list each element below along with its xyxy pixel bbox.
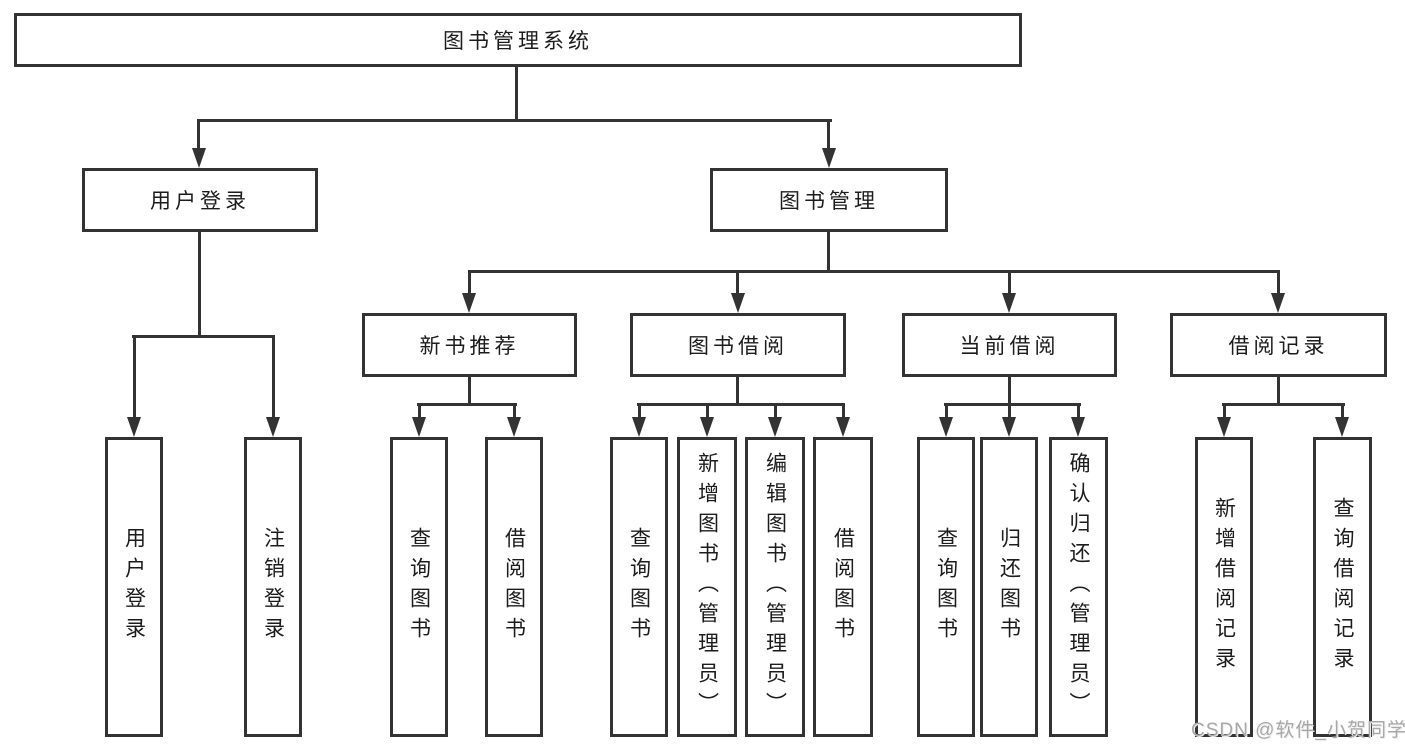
connector-line bbox=[827, 119, 830, 149]
arrow-down-icon bbox=[700, 417, 714, 437]
leaf-query-books-current: 查询图书 bbox=[917, 437, 975, 737]
connector-line bbox=[417, 403, 517, 406]
connector-line bbox=[418, 403, 421, 419]
connector-line bbox=[1077, 403, 1080, 419]
connector-line bbox=[198, 232, 201, 336]
connector-line bbox=[1277, 270, 1280, 295]
node-system-root: 图书管理系统 bbox=[14, 13, 1022, 67]
connector-line bbox=[1277, 377, 1280, 405]
connector-line bbox=[944, 403, 1081, 406]
arrow-down-icon bbox=[1071, 417, 1085, 437]
arrow-down-icon bbox=[632, 417, 646, 437]
csdn-watermark: CSDN @软件_小贺同学 bbox=[1191, 720, 1405, 741]
connector-line bbox=[736, 270, 739, 295]
connector-line bbox=[468, 270, 1280, 273]
arrow-down-icon bbox=[462, 293, 476, 313]
leaf-query-borrow-record: 查询借阅记录 bbox=[1313, 437, 1372, 737]
connector-line bbox=[774, 403, 777, 419]
arrow-down-icon bbox=[731, 293, 745, 313]
connector-line bbox=[1341, 403, 1344, 419]
connector-line bbox=[468, 377, 471, 405]
arrow-down-icon bbox=[1335, 417, 1349, 437]
arrow-down-icon bbox=[412, 417, 426, 437]
leaf-user-login: 用户登录 bbox=[105, 437, 163, 737]
connector-line bbox=[736, 377, 739, 405]
leaf-confirm-return-admin: 确认归还（管理员） bbox=[1049, 437, 1108, 737]
connector-line bbox=[468, 270, 471, 295]
connector-line bbox=[133, 335, 136, 418]
arrow-down-icon bbox=[266, 417, 280, 437]
arrow-down-icon bbox=[836, 417, 850, 437]
connector-line bbox=[513, 403, 516, 419]
node-book-management: 图书管理 bbox=[710, 168, 948, 232]
arrow-down-icon bbox=[1271, 293, 1285, 313]
connector-line bbox=[706, 403, 709, 419]
connector-line bbox=[827, 232, 830, 272]
leaf-add-borrow-record: 新增借阅记录 bbox=[1195, 437, 1253, 737]
connector-line bbox=[1008, 270, 1011, 295]
node-current-borrow: 当前借阅 bbox=[902, 313, 1117, 377]
arrow-down-icon bbox=[1217, 417, 1231, 437]
connector-line bbox=[842, 403, 845, 419]
leaf-edit-books-admin: 编辑图书（管理员） bbox=[745, 437, 805, 737]
connector-line bbox=[945, 403, 948, 419]
connector-line bbox=[638, 403, 641, 419]
node-user-login: 用户登录 bbox=[82, 168, 318, 232]
node-book-borrow: 图书借阅 bbox=[630, 313, 846, 377]
leaf-borrow-books-recommend: 借阅图书 bbox=[485, 437, 543, 737]
arrow-down-icon bbox=[1002, 293, 1016, 313]
node-new-book-recommend: 新书推荐 bbox=[362, 313, 577, 377]
connector-line bbox=[197, 119, 832, 122]
arrow-down-icon bbox=[939, 417, 953, 437]
leaf-logout: 注销登录 bbox=[244, 437, 302, 737]
connector-line bbox=[197, 119, 200, 149]
arrow-down-icon bbox=[507, 417, 521, 437]
leaf-return-books: 归还图书 bbox=[980, 437, 1038, 737]
connector-line bbox=[132, 335, 275, 338]
leaf-add-books-admin: 新增图书（管理员） bbox=[677, 437, 737, 737]
arrow-down-icon bbox=[127, 417, 141, 437]
leaf-query-books-recommend: 查询图书 bbox=[390, 437, 448, 737]
arrow-down-icon bbox=[768, 417, 782, 437]
node-borrow-records: 借阅记录 bbox=[1170, 313, 1387, 377]
connector-line bbox=[637, 403, 845, 406]
arrow-down-icon bbox=[1002, 417, 1016, 437]
arrow-down-icon bbox=[192, 148, 206, 168]
connector-line bbox=[272, 335, 275, 418]
arrow-down-icon bbox=[822, 148, 836, 168]
connector-line bbox=[1223, 403, 1226, 419]
connector-line bbox=[1008, 403, 1011, 419]
connector-line bbox=[1222, 403, 1345, 406]
connector-line bbox=[1008, 377, 1011, 405]
leaf-query-books-borrow: 查询图书 bbox=[610, 437, 668, 737]
connector-line bbox=[515, 67, 518, 120]
leaf-borrow-books: 借阅图书 bbox=[813, 437, 873, 737]
